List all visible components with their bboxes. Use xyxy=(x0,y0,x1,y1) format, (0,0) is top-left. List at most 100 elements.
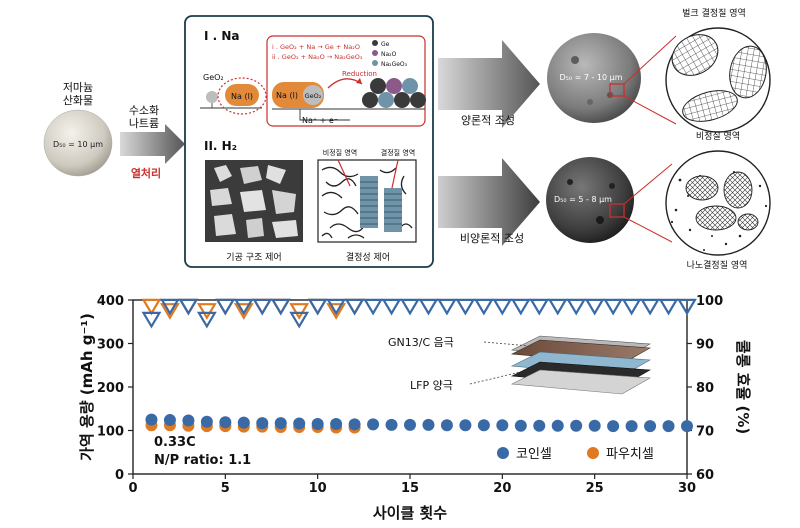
x-tick-label: 0 xyxy=(128,481,137,496)
na-liquid-label-2: Na (l) xyxy=(276,91,298,100)
species-legend: Ge Na₂O Na₂GeO₃ xyxy=(372,40,408,68)
source-d50-label: D₅₀ = 10 μm xyxy=(53,140,103,149)
coin-capacity-point xyxy=(293,417,306,430)
x-tick-label: 5 xyxy=(221,481,230,496)
nanocrystal-zoom xyxy=(665,150,771,256)
coin-efficiency-point xyxy=(381,298,402,316)
source-name-line1: 저마늄 xyxy=(63,81,93,94)
y-tick-label: 0 xyxy=(115,468,124,483)
coin-efficiency-point xyxy=(547,298,568,316)
crystallinity-control-label: 결정성 제어 xyxy=(346,252,390,263)
coin-capacity-point xyxy=(219,416,232,429)
coin-capacity-point xyxy=(200,415,213,428)
upper-d50-label: D₅₀ = 7 - 10 μm xyxy=(559,73,622,82)
coin-capacity-point xyxy=(367,418,380,431)
h2-route-title: II. H₂ xyxy=(204,139,237,153)
y-tick-label: 300 xyxy=(97,338,124,353)
y2-tick-label: 90 xyxy=(696,338,714,353)
heat-treatment-label: 열처리 xyxy=(131,166,161,180)
coin-capacity-point xyxy=(662,420,675,433)
pore-control-label: 기공 구조 제어 xyxy=(226,252,281,263)
coin-efficiency-point xyxy=(344,298,365,316)
coin-efficiency-point xyxy=(658,298,679,316)
coin-efficiency-point xyxy=(473,298,494,316)
source-particle: D₅₀ = 10 μm xyxy=(43,109,113,177)
amorphous-region-label: 비정질 영역 xyxy=(323,148,357,157)
coin-capacity-point xyxy=(514,419,527,432)
pouch-efficiency-point xyxy=(233,303,254,320)
coin-efficiency-point xyxy=(455,298,476,316)
bulk-crystalline-label: 벌크 결정질 영역 xyxy=(682,7,746,19)
x-tick-label: 30 xyxy=(678,481,696,496)
coin-capacity-point xyxy=(404,418,416,431)
coin-capacity-point xyxy=(681,420,693,433)
coin-capacity-point xyxy=(477,419,490,432)
coin-efficiency-point xyxy=(418,298,439,316)
reagent-line1: 수소화 xyxy=(129,104,159,117)
coin-efficiency-point xyxy=(677,298,697,316)
zoom-circle xyxy=(217,77,267,115)
nonstoichiometric-label: 비양론적 조성 xyxy=(460,232,524,245)
x-tick-label: 25 xyxy=(586,481,604,496)
legend-coin-label: 코인셀 xyxy=(516,447,552,462)
coin-capacity-point xyxy=(422,418,435,431)
pouch-efficiency-point xyxy=(141,298,162,316)
coin-capacity-point xyxy=(330,417,343,430)
x-tick-label: 15 xyxy=(401,481,419,496)
pouch-efficiency-point xyxy=(326,303,347,320)
coin-efficiency-point xyxy=(178,298,199,316)
pouch-cell-inset xyxy=(510,335,652,395)
cathode-label: LFP 양극 xyxy=(410,379,453,392)
coin-efficiency-point xyxy=(640,298,660,316)
na-droplet-schematic: GeO₂ Na (l) xyxy=(200,73,262,109)
chart-legend: 코인셀 파우치셀 xyxy=(497,447,654,462)
y-tick-label: 100 xyxy=(97,425,124,440)
coin-capacity-point xyxy=(551,419,564,432)
coin-efficiency-point xyxy=(215,298,236,316)
upper-product-particle: D₅₀ = 7 - 10 μm xyxy=(547,33,641,123)
reagent-line2: 나트륨 xyxy=(129,117,159,130)
coin-capacity-point xyxy=(163,414,176,427)
coin-capacity-point xyxy=(533,419,546,432)
legend-pouch-label: 파우치셀 xyxy=(606,447,654,462)
anode-label: GN13/C 음극 xyxy=(388,336,454,349)
coin-efficiency-point xyxy=(160,298,180,316)
coin-efficiency-point xyxy=(566,298,587,316)
y2-tick-label: 60 xyxy=(696,468,714,483)
geo2-particle xyxy=(303,85,323,105)
y-tick-label: 400 xyxy=(97,294,124,309)
amorphous-zone-label: 비정질 영역 xyxy=(696,130,740,142)
coin-efficiency-point xyxy=(584,298,605,316)
coin-efficiency-point xyxy=(510,298,531,316)
coin-efficiency-point xyxy=(326,298,347,316)
coin-efficiency-point xyxy=(252,298,273,316)
coin-capacity-point xyxy=(385,418,398,431)
legend-na2geo3: Na₂GeO₃ xyxy=(381,61,408,68)
product-spheres xyxy=(362,78,426,108)
x-tick-label: 10 xyxy=(309,481,327,496)
coin-capacity-point xyxy=(440,419,453,432)
y2-tick-label: 100 xyxy=(696,294,723,309)
coin-efficiency-point xyxy=(196,311,217,329)
coin-capacity-point xyxy=(607,420,620,433)
coin-efficiency-point xyxy=(270,298,291,316)
coin-capacity-point xyxy=(625,420,638,433)
crystallinity-schematic xyxy=(317,159,417,243)
coin-efficiency-point xyxy=(141,311,162,329)
coin-efficiency-point xyxy=(307,298,328,316)
coin-efficiency-point xyxy=(621,298,642,316)
crystalline-region-label: 결정질 영역 xyxy=(381,148,415,157)
arrow-to-upper xyxy=(438,40,540,128)
pouch-efficiency-point xyxy=(196,303,217,320)
coin-capacity-point xyxy=(588,419,601,432)
legend-ge: Ge xyxy=(381,41,390,48)
coin-capacity-point xyxy=(459,419,472,432)
na-ion-electron: Na⁺ + e⁻ xyxy=(302,116,338,125)
nanocrystalline-label: 나노결정질 영역 xyxy=(687,259,748,271)
geo2-label: GeO₂ xyxy=(203,73,224,82)
pouch-efficiency-point xyxy=(160,303,180,320)
coin-efficiency-point xyxy=(529,298,550,316)
